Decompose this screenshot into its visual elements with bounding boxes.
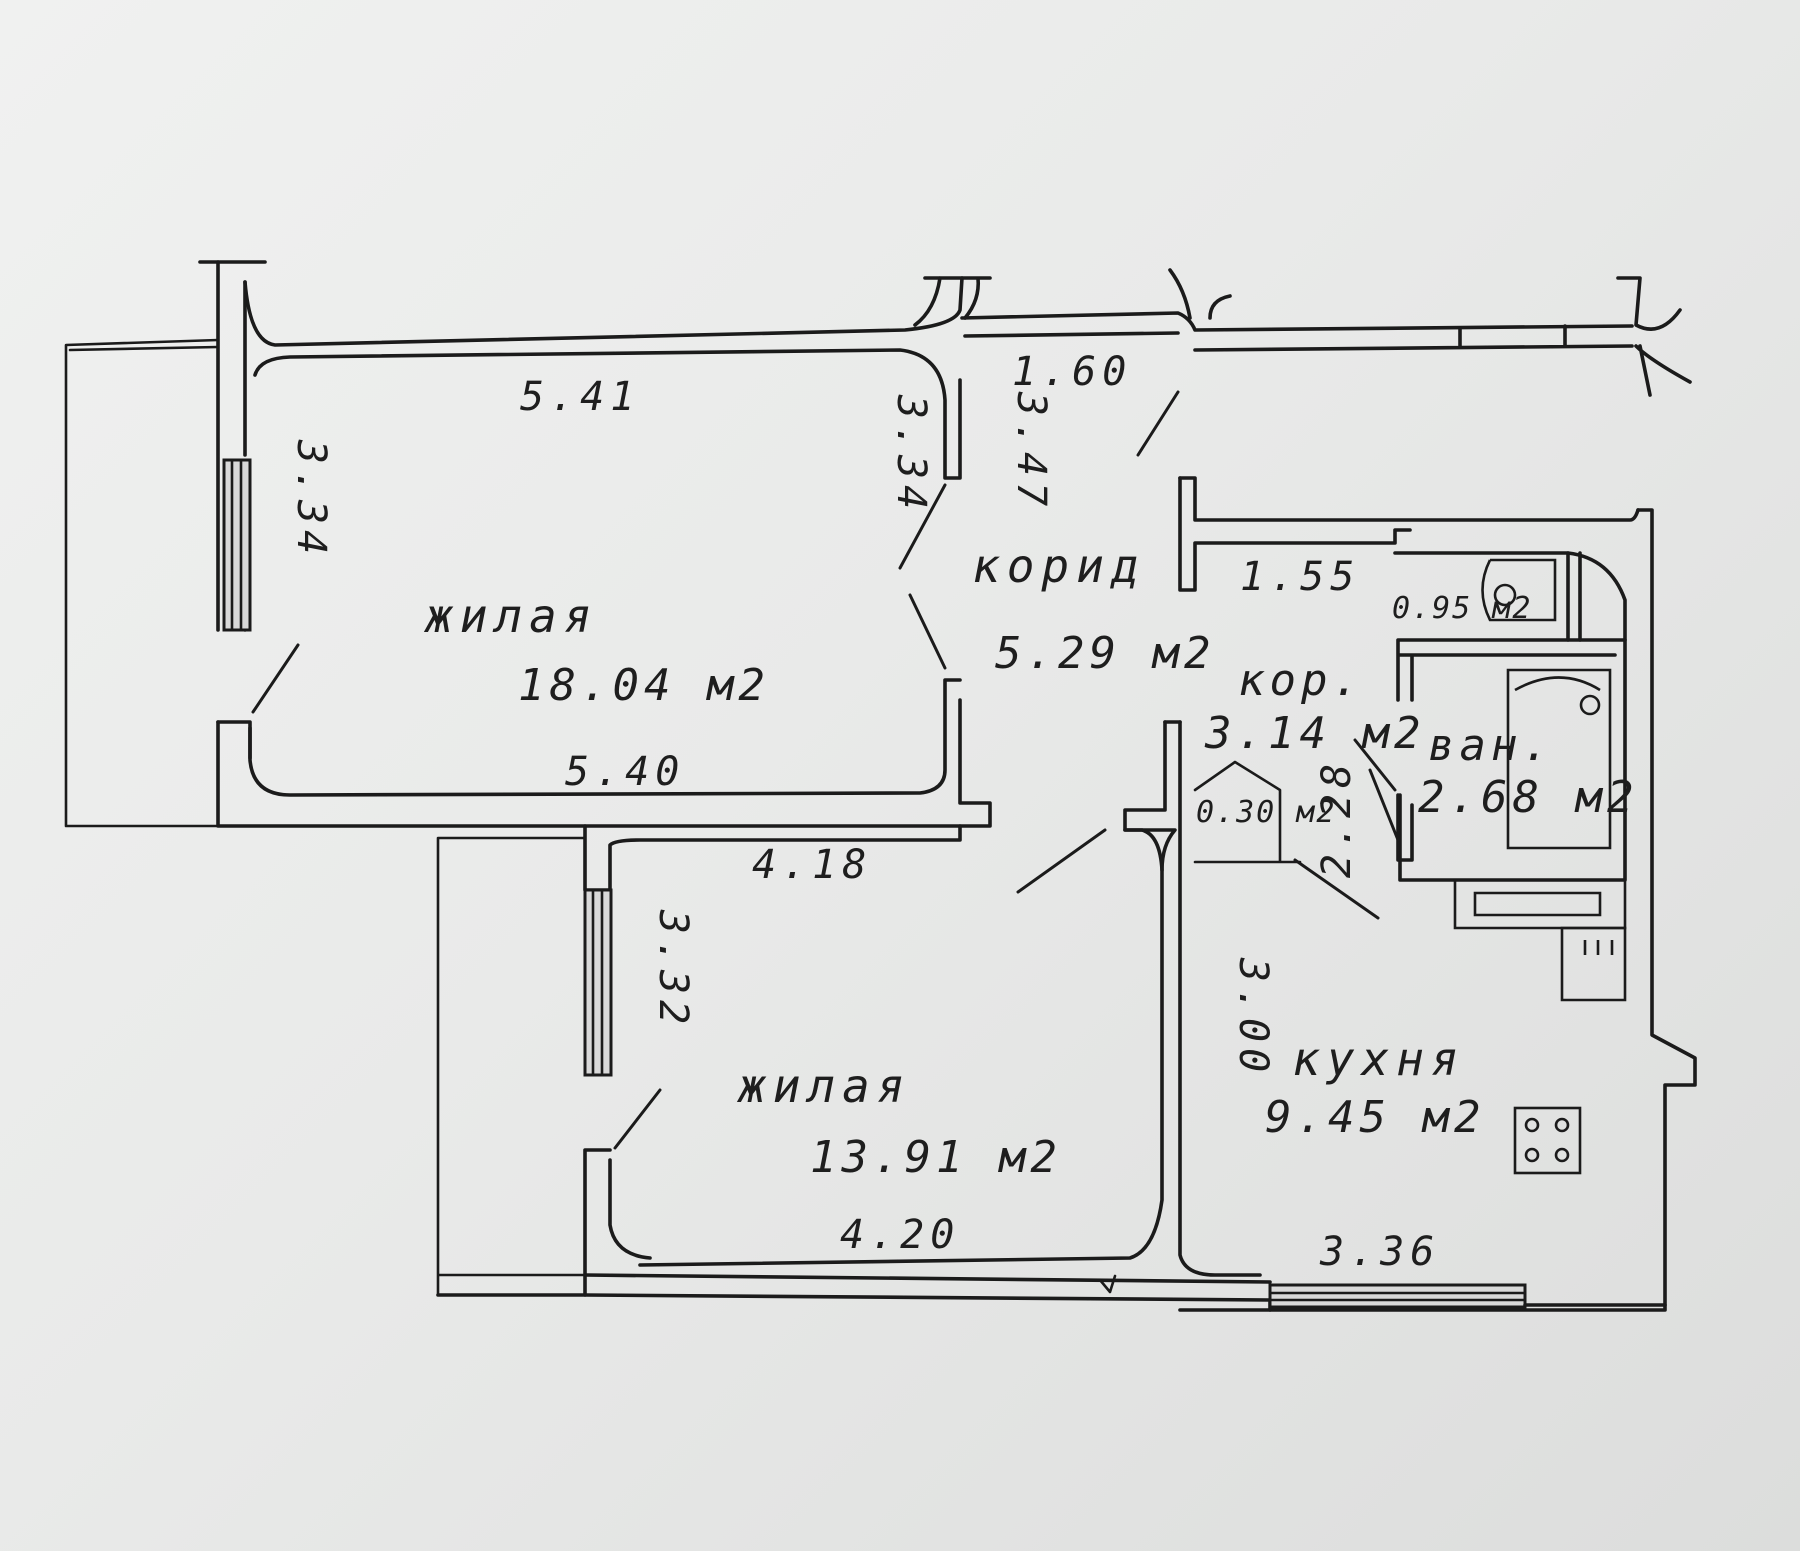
room2-area: 13.91 м2	[810, 1132, 1062, 1183]
corridor2-depth: 2.28	[1314, 758, 1360, 878]
kitchen-window	[1268, 1283, 1527, 1309]
corridor-area: 5.29 м2	[995, 628, 1215, 679]
bathroom-walls	[1178, 508, 1697, 1312]
kitchen-left-wall	[1178, 720, 1262, 1277]
closet-area: 0.30 м2	[1196, 795, 1336, 830]
kitchen-depth: 3.00	[1230, 957, 1276, 1078]
room1-door	[898, 483, 947, 570]
corridor-name: корид	[972, 539, 1145, 593]
kitchen-sink	[1453, 878, 1627, 930]
room1-inner-outline	[253, 348, 962, 480]
kitchen-area: 9.45 м2	[1265, 1092, 1485, 1143]
room2-bottom-width: 4.20	[840, 1212, 960, 1258]
top-wall-outer	[243, 276, 964, 347]
bathroom-area: 2.68 м2	[1418, 772, 1638, 823]
room1-area: 18.04 м2	[518, 660, 770, 711]
room2-depth: 3.32	[650, 909, 696, 1030]
toilet-fixture	[1481, 558, 1557, 622]
balcony-left	[64, 338, 220, 828]
corridor-partition	[1178, 476, 1412, 592]
corridor-lower-width: 1.55	[1240, 554, 1360, 600]
kitchen-stove	[1513, 1106, 1582, 1175]
top-wall-right-inner	[963, 324, 1634, 352]
bathroom-door	[1368, 768, 1400, 842]
room1-left-depth: 3.34	[288, 439, 334, 560]
room1-right-depth: 3.34	[888, 394, 934, 515]
room1-window	[222, 458, 252, 632]
corridor-top-width: 1.60	[1012, 349, 1132, 395]
corridor-door	[1136, 390, 1180, 457]
column-cap-2	[1168, 268, 1232, 320]
room1-balcony-door	[251, 643, 300, 714]
bathtub-fixture	[1506, 668, 1612, 850]
room2-window	[583, 888, 613, 1077]
top-wall-right	[960, 311, 1634, 332]
column-cap-3	[1616, 276, 1692, 397]
bathroom-name: ван.	[1428, 720, 1554, 771]
kitchen-name: кухня	[1292, 1032, 1465, 1086]
corridor2-name: кор.	[1238, 655, 1364, 706]
room1-left-wall-lower	[216, 698, 992, 828]
kitchen-counter	[1560, 926, 1627, 1002]
corridor-depth: 3.47	[1008, 391, 1054, 512]
room2-balcony-door	[613, 1088, 662, 1150]
room2-door	[1016, 828, 1107, 894]
room2-top-width: 4.18	[752, 842, 872, 888]
corridor2-area: 3.14 м2	[1204, 708, 1425, 759]
kitchen-width: 3.36	[1319, 1229, 1440, 1275]
room1-name: жилая	[423, 589, 598, 643]
bottom-wall	[436, 1293, 1272, 1312]
room2-inner-outline	[608, 1158, 652, 1260]
toilet-area: 0.95 м2	[1392, 591, 1532, 626]
room2-name: жилая	[736, 1059, 911, 1113]
closet-outline	[1193, 760, 1302, 864]
room1-bottom-width: 5.40	[565, 749, 685, 795]
column-cap-1	[913, 276, 992, 327]
balcony-left-inner	[68, 345, 220, 352]
room1-top-width: 5.41	[520, 374, 640, 420]
room2-left-wall	[583, 824, 962, 892]
corridor2-door	[1293, 858, 1380, 920]
balcony-right	[436, 836, 587, 1297]
